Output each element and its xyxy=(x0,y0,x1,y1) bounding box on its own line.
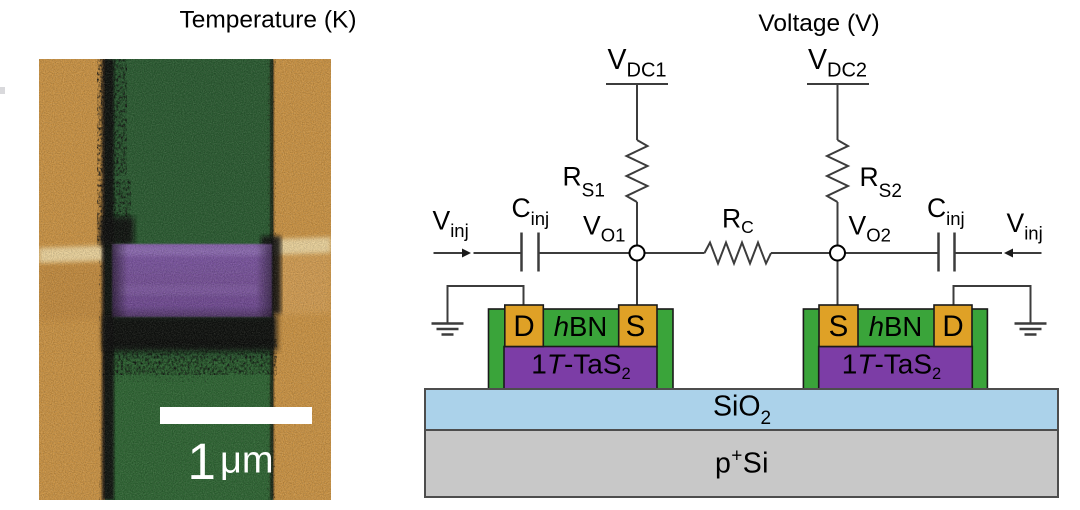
svg-text:VO2: VO2 xyxy=(849,211,891,246)
svg-text:hBN: hBN xyxy=(869,311,923,342)
svg-text:Vinj: Vinj xyxy=(433,206,469,242)
svg-text:Cinj: Cinj xyxy=(512,193,550,229)
svg-text:S: S xyxy=(626,310,646,343)
svg-text:1T-TaS2: 1T-TaS2 xyxy=(531,349,630,384)
svg-text:RS2: RS2 xyxy=(860,162,902,202)
svg-text:S: S xyxy=(829,310,849,343)
svg-text:μm: μm xyxy=(220,440,274,482)
svg-text:D: D xyxy=(513,310,534,343)
svg-text:VO1: VO1 xyxy=(583,211,625,246)
svg-text:Vinj: Vinj xyxy=(1007,208,1043,244)
svg-text:D: D xyxy=(942,310,963,343)
svg-text:RS1: RS1 xyxy=(563,162,605,202)
svg-text:Temperature (K): Temperature (K) xyxy=(179,7,356,34)
svg-text:RC: RC xyxy=(722,204,754,238)
svg-text:1: 1 xyxy=(188,433,216,490)
svg-text:p+Si: p+Si xyxy=(715,446,769,480)
svg-text:1T-TaS2: 1T-TaS2 xyxy=(842,349,941,384)
svg-text:VDC1: VDC1 xyxy=(608,44,667,82)
svg-text:Voltage (V): Voltage (V) xyxy=(758,10,879,37)
svg-text:Cinj: Cinj xyxy=(927,193,965,229)
svg-text:hBN: hBN xyxy=(554,311,608,342)
svg-text:VDC2: VDC2 xyxy=(808,44,867,82)
